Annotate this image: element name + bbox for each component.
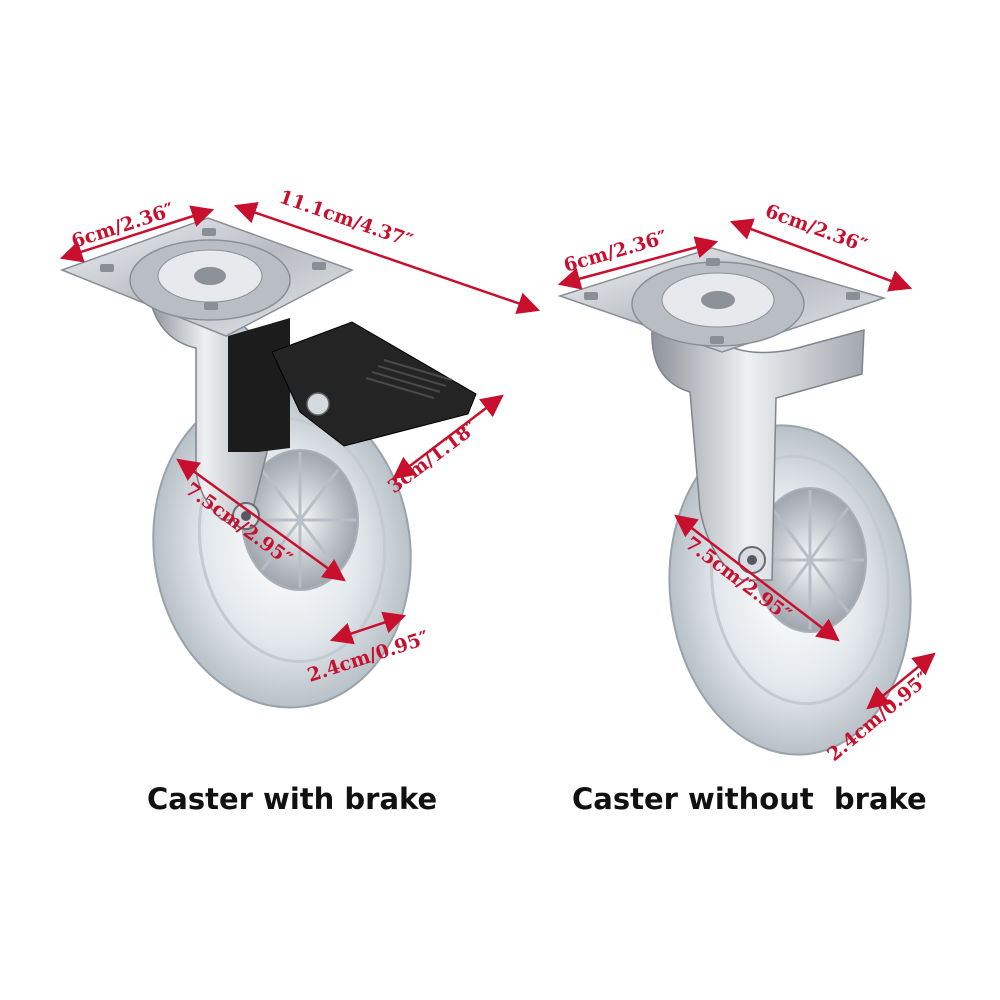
dim-arrow-left-brake-width — [392, 394, 504, 480]
caption-caster-with-brake: Caster with brake — [147, 782, 438, 816]
dim-arrow-left-wheel-diameter — [176, 458, 346, 582]
label-right-plate-depth: 6cm/2.36″ — [762, 200, 870, 257]
caster-without-brake — [557, 247, 912, 756]
dim-arrow-left-plate-width — [59, 205, 215, 263]
dim-arrow-right-wheel-width — [866, 652, 936, 710]
label-left-total-height: 11.1cm/4.37″ — [276, 186, 416, 252]
dim-arrow-right-plate-depth — [729, 218, 913, 292]
dim-arrow-right-wheel-diameter — [674, 514, 840, 642]
dim-arrow-right-plate-width — [557, 236, 719, 290]
caption-caster-without-brake: Caster without brake — [572, 782, 927, 816]
dim-arrow-left-total-height — [233, 201, 541, 315]
dim-arrow-left-wheel-width — [329, 611, 407, 645]
brake-lever — [228, 318, 477, 452]
